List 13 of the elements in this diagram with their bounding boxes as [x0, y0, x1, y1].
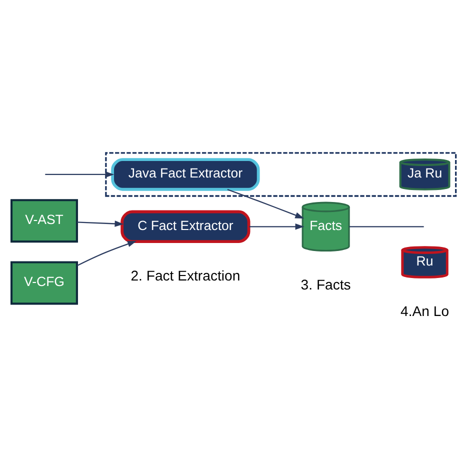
- arrow: [45, 171, 114, 178]
- node-box: C Fact Extractor: [120, 210, 250, 243]
- arrow: [227, 188, 304, 219]
- node-box: V-CFG: [10, 261, 78, 305]
- arrow: [76, 240, 137, 266]
- arrow: [249, 224, 304, 230]
- label: 2. Fact Extraction: [130, 268, 240, 284]
- arrow: [77, 220, 124, 227]
- node-box: Java Fact Extractor: [111, 158, 260, 191]
- connector: [349, 226, 424, 228]
- label: 4.An Lo: [400, 303, 450, 320]
- node-box: V-AST: [10, 199, 78, 243]
- label: 3. Facts: [300, 276, 351, 293]
